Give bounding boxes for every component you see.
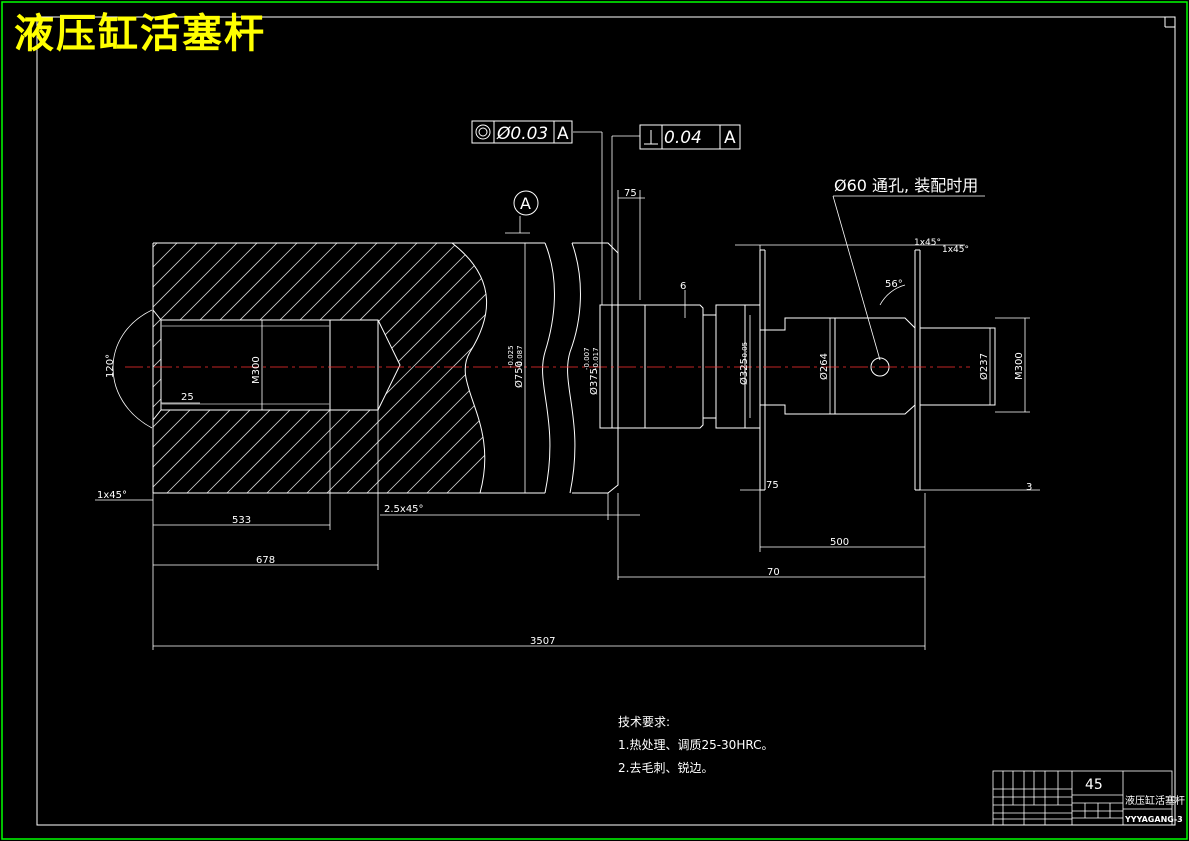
datum-label: A bbox=[520, 194, 531, 213]
requirements-heading: 技术要求: bbox=[618, 715, 670, 729]
dim-phi264: Ø264 bbox=[818, 353, 830, 380]
coaxiality-datum: A bbox=[557, 124, 569, 144]
dim-75-top: 75 bbox=[624, 188, 637, 199]
title-block bbox=[992, 770, 1173, 826]
dim-phi375: Ø375 bbox=[588, 368, 600, 395]
dim-678: 678 bbox=[256, 555, 275, 566]
dim-hole-note: Ø60 通孔, 装配时用 bbox=[834, 176, 978, 195]
dim-chamfer-mid: 2.5x45° bbox=[384, 504, 424, 515]
dim-angle-56: 56° bbox=[885, 279, 903, 290]
title-block-material: 45 bbox=[1085, 777, 1103, 793]
datum-symbol: A bbox=[513, 190, 539, 216]
perpendicularity-frame: 0.04 A bbox=[639, 124, 741, 150]
dim-phi375-tol-low: -0.017 bbox=[592, 347, 600, 370]
dim-70: 70 bbox=[767, 567, 780, 578]
dim-angle-120: 120° bbox=[105, 354, 116, 378]
dim-6: 6 bbox=[680, 281, 686, 292]
coaxiality-value: Ø0.03 bbox=[496, 124, 548, 144]
dim-phi375-tol-up: -0.007 bbox=[583, 347, 591, 370]
requirement-item-1: 1.热处理、调质25-30HRC。 bbox=[618, 738, 773, 752]
dim-500: 500 bbox=[830, 537, 849, 548]
title-block-part-name: 液压缸活塞杆 bbox=[1125, 794, 1185, 807]
dim-chamfer-left: 1x45° bbox=[97, 490, 127, 501]
dim-phi237: Ø237 bbox=[978, 353, 990, 380]
dim-phi750: Ø750 bbox=[513, 361, 525, 388]
dim-m300-left: M300 bbox=[251, 356, 262, 384]
dimension-texts: Ø60 通孔, 装配时用 75 6 1x45° 1x45° 56° 120° 2… bbox=[97, 176, 1032, 647]
technical-requirements: 技术要求: 1.热处理、调质25-30HRC。 2.去毛刺、锐边。 bbox=[618, 715, 773, 775]
drawing-title: 液压缸活塞杆 bbox=[14, 10, 266, 57]
coaxiality-frame: Ø0.03 A bbox=[471, 120, 573, 144]
perpendicularity-datum: A bbox=[724, 128, 736, 148]
dim-chamfer-right-1: 1x45° bbox=[914, 238, 941, 248]
dim-chamfer-right-2: 1x45° bbox=[942, 245, 969, 255]
dim-phi325: Ø325 bbox=[738, 358, 750, 385]
dim-75-bottom: 75 bbox=[766, 480, 779, 491]
requirement-item-2: 2.去毛刺、锐边。 bbox=[618, 761, 713, 775]
dim-3: 3 bbox=[1026, 482, 1032, 493]
dim-533: 533 bbox=[232, 515, 251, 526]
title-block-drawing-no: YYYAGANG-3 bbox=[1124, 815, 1183, 824]
dim-25: 25 bbox=[181, 392, 194, 403]
piston-rod-outline bbox=[152, 242, 996, 494]
dim-phi750-tol-up: -0.025 bbox=[507, 345, 515, 368]
dim-phi325-tol: -0.05 bbox=[741, 342, 749, 360]
dim-3507: 3507 bbox=[530, 636, 555, 647]
section-hatching bbox=[153, 243, 545, 493]
dim-phi750-tol-low: -0.087 bbox=[516, 345, 524, 368]
dim-m300-right: M300 bbox=[1014, 352, 1025, 380]
dimension-lines bbox=[95, 131, 1040, 650]
perpendicularity-value: 0.04 bbox=[664, 128, 702, 148]
